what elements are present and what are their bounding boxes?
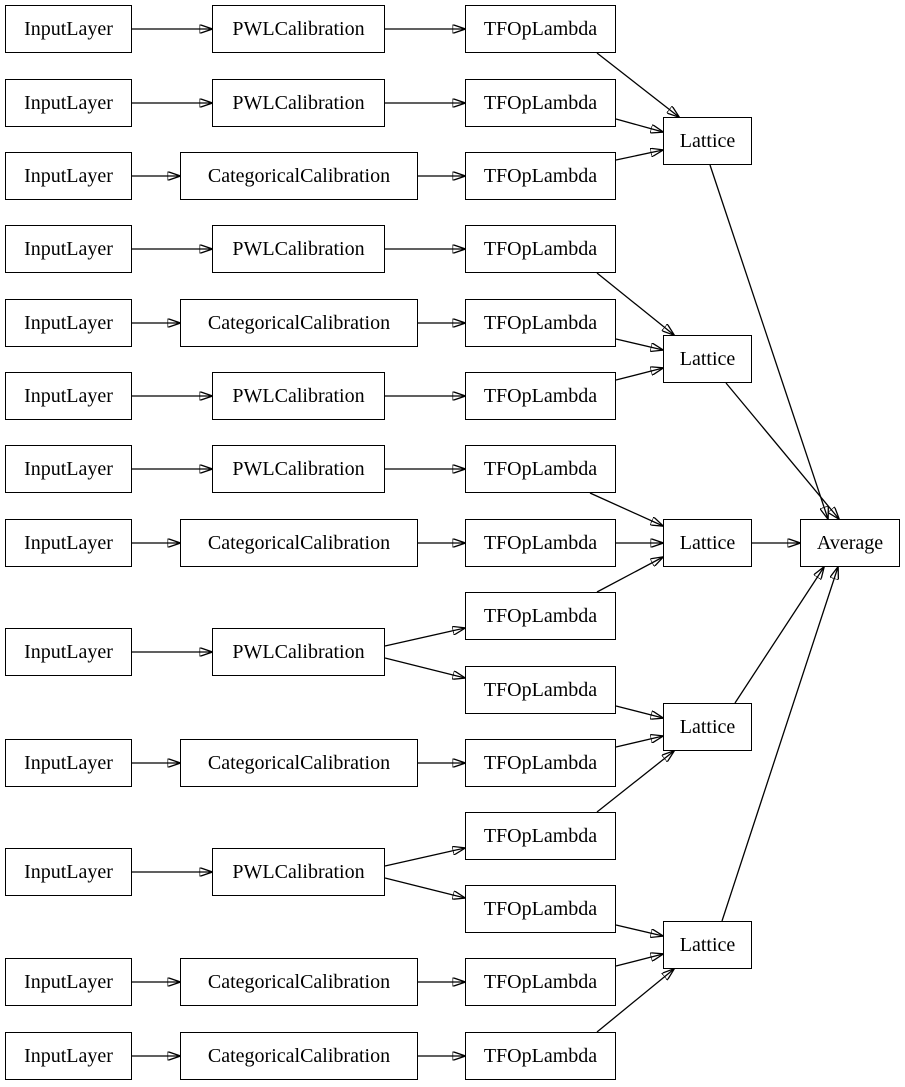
node-input-layer-8: InputLayer (5, 519, 132, 567)
node-input-layer-6: InputLayer (5, 372, 132, 420)
edge-lattice-5-average (721, 567, 838, 922)
node-pwl-calibration-1: PWLCalibration (212, 5, 385, 53)
edge-lambda-7-lattice-3 (589, 492, 663, 526)
node-input-layer-13: InputLayer (5, 1032, 132, 1080)
edge-lattice-2-average (725, 382, 839, 519)
edge-pwl-11-lambda-11a (384, 848, 465, 867)
node-average: Average (800, 519, 900, 567)
node-lattice-2: Lattice (663, 335, 752, 383)
node-tfop-lambda-10: TFOpLambda (465, 739, 616, 787)
edge-pwl-9-lambda-9a (384, 628, 465, 647)
edge-lambda-6-lattice-2 (615, 368, 663, 381)
edge-lambda-11b-lattice-5 (615, 924, 663, 936)
node-tfop-lambda-7: TFOpLambda (465, 445, 616, 493)
node-tfop-lambda-8: TFOpLambda (465, 519, 616, 567)
node-input-layer-1: InputLayer (5, 5, 132, 53)
node-tfop-lambda-9a: TFOpLambda (465, 592, 616, 640)
node-pwl-calibration-9: PWLCalibration (212, 628, 385, 676)
node-categorical-calibration-8: CategoricalCalibration (180, 519, 418, 567)
edge-lambda-4-lattice-2 (596, 272, 674, 335)
node-lattice-4: Lattice (663, 703, 752, 751)
node-tfop-lambda-12: TFOpLambda (465, 958, 616, 1006)
edge-lambda-9b-lattice-4 (615, 705, 663, 718)
edge-lambda-2-lattice-1 (615, 118, 663, 132)
node-lattice-3: Lattice (663, 519, 752, 567)
edge-pwl-11-lambda-11b (384, 877, 465, 898)
edge-lambda-12-lattice-5 (615, 954, 663, 967)
node-input-layer-11: InputLayer (5, 848, 132, 896)
node-tfop-lambda-11a: TFOpLambda (465, 812, 616, 860)
node-tfop-lambda-5: TFOpLambda (465, 299, 616, 347)
node-input-layer-9: InputLayer (5, 628, 132, 676)
edge-lambda-13-lattice-5 (596, 969, 674, 1033)
node-input-layer-10: InputLayer (5, 739, 132, 787)
edge-pwl-9-lambda-9b (384, 657, 465, 678)
edge-lambda-5-lattice-2 (615, 338, 663, 350)
edge-lambda-10-lattice-4 (615, 736, 663, 748)
node-input-layer-5: InputLayer (5, 299, 132, 347)
node-input-layer-2: InputLayer (5, 79, 132, 127)
node-input-layer-4: InputLayer (5, 225, 132, 273)
edge-lambda-9a-lattice-3 (596, 557, 663, 593)
edge-lambda-11a-lattice-4 (596, 751, 674, 813)
node-pwl-calibration-7: PWLCalibration (212, 445, 385, 493)
node-tfop-lambda-11b: TFOpLambda (465, 885, 616, 933)
edge-lambda-3-lattice-1 (615, 150, 663, 161)
node-pwl-calibration-4: PWLCalibration (212, 225, 385, 273)
node-input-layer-7: InputLayer (5, 445, 132, 493)
node-pwl-calibration-2: PWLCalibration (212, 79, 385, 127)
edge-lambda-1-lattice-1 (596, 52, 679, 117)
node-tfop-lambda-6: TFOpLambda (465, 372, 616, 420)
node-pwl-calibration-6: PWLCalibration (212, 372, 385, 420)
node-lattice-5: Lattice (663, 921, 752, 969)
node-categorical-calibration-12: CategoricalCalibration (180, 958, 418, 1006)
node-tfop-lambda-3: TFOpLambda (465, 152, 616, 200)
node-input-layer-12: InputLayer (5, 958, 132, 1006)
edge-lattice-1-average (709, 164, 828, 519)
node-tfop-lambda-2: TFOpLambda (465, 79, 616, 127)
node-pwl-calibration-11: PWLCalibration (212, 848, 385, 896)
node-tfop-lambda-13: TFOpLambda (465, 1032, 616, 1080)
node-lattice-1: Lattice (663, 117, 752, 165)
node-categorical-calibration-10: CategoricalCalibration (180, 739, 418, 787)
node-categorical-calibration-5: CategoricalCalibration (180, 299, 418, 347)
node-input-layer-3: InputLayer (5, 152, 132, 200)
edge-lattice-4-average (734, 567, 824, 704)
node-tfop-lambda-1: TFOpLambda (465, 5, 616, 53)
node-categorical-calibration-13: CategoricalCalibration (180, 1032, 418, 1080)
node-tfop-lambda-4: TFOpLambda (465, 225, 616, 273)
node-tfop-lambda-9b: TFOpLambda (465, 666, 616, 714)
node-categorical-calibration-3: CategoricalCalibration (180, 152, 418, 200)
